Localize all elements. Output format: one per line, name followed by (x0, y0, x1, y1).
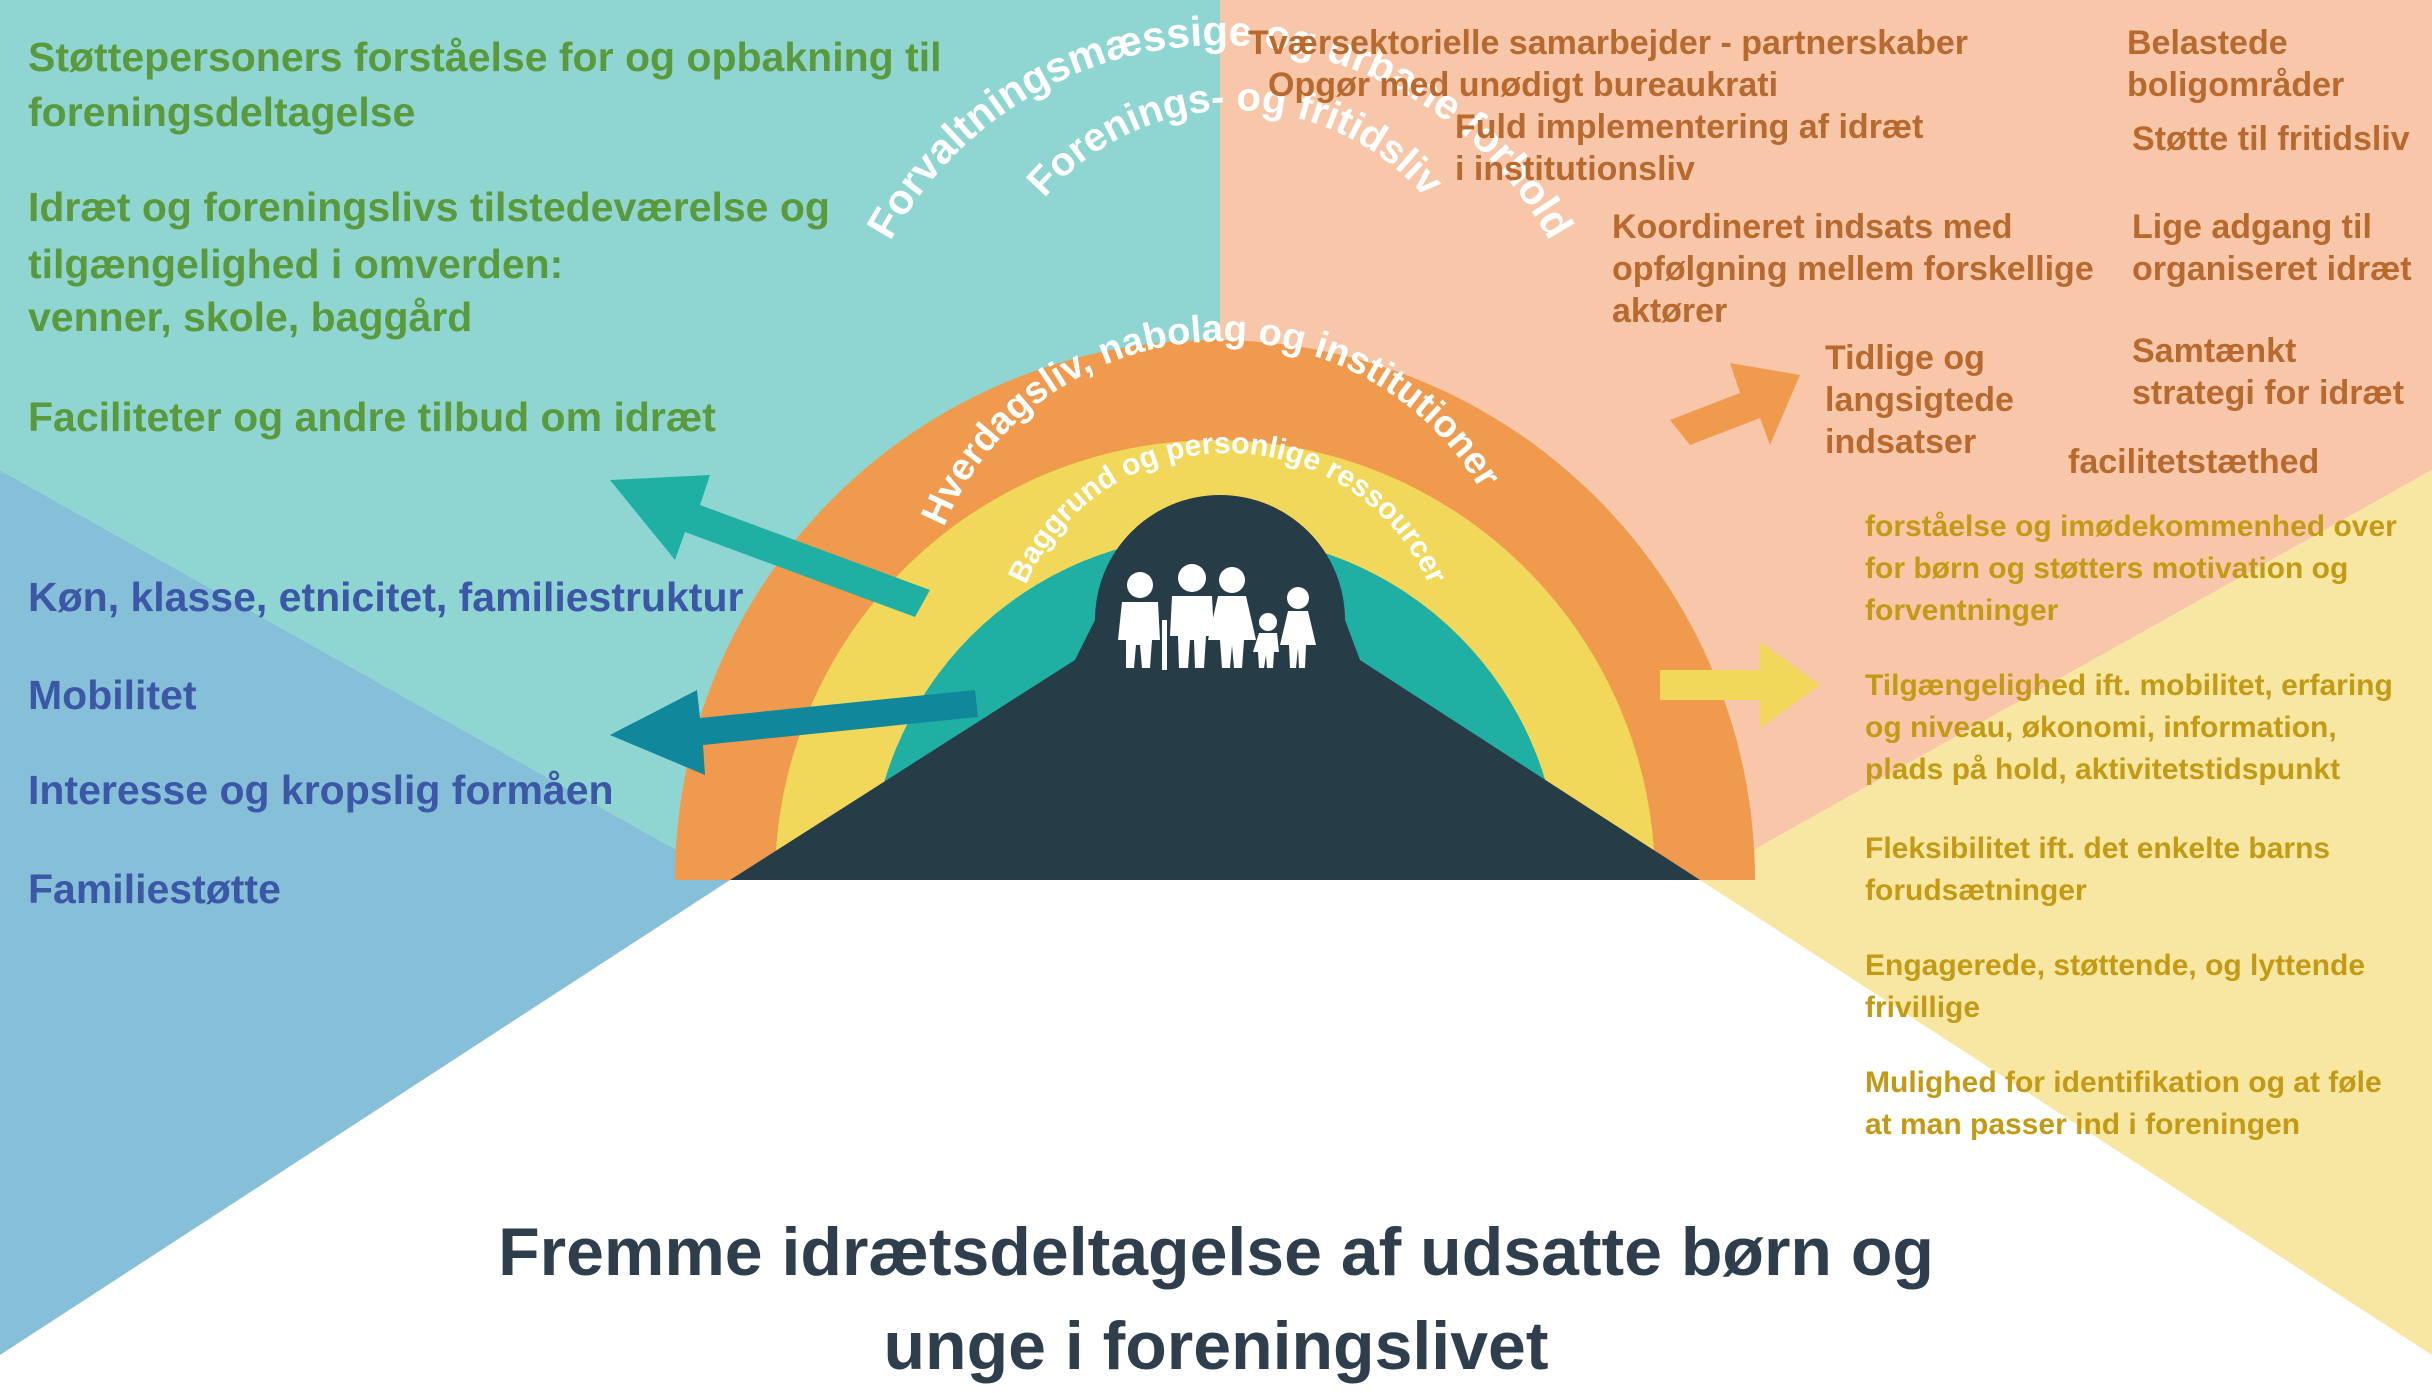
bottom-right-b3-line-2: forudsætninger (1865, 874, 2087, 907)
arrow-bottom-left (610, 690, 978, 775)
bottom-right-b5-line-2: at man passer ind i foreningen (1865, 1108, 2301, 1141)
top-right-c1-line-2: Opgør med unødigt bureaukrati (1268, 66, 1779, 104)
top-right-c1-line-3: Fuld implementering af idræt (1455, 108, 1924, 146)
blue-panel (0, 470, 730, 1355)
bottom-right-b2-line-3: plads på hold, aktivitetstidspunkt (1865, 753, 2341, 786)
top-right-r5: facilitetstæthed (2068, 443, 2320, 481)
top-right-r4-line-2: strategi for idræt (2132, 374, 2405, 412)
top-left-item-2-line-1: Idræt og foreningslivs tilstedeværelse o… (28, 184, 830, 230)
top-right-r3-line-1: Lige adgang til (2132, 208, 2372, 246)
bottom-right-b5-line-1: Mulighed for identifikation og at føle (1865, 1066, 2382, 1099)
top-right-c3-line-3: indsatser (1825, 423, 1977, 461)
top-right-c1-line-4: i institutionsliv (1455, 150, 1695, 188)
top-right-r1-line-2: boligområder (2127, 66, 2345, 104)
diagram-title-line-2: unge i foreningslivet (883, 1308, 1549, 1384)
top-right-c3-line-1: Tidlige og (1825, 339, 1985, 377)
top-right-r1-line-1: Belastede (2127, 24, 2288, 62)
diagram-title: Fremme idrætsdeltagelse af udsatte børn … (0, 1205, 2432, 1393)
top-right-c1-line-1: Tværsektorielle samarbejder - partnerska… (1248, 24, 1969, 62)
top-right-r4-line-1: Samtænkt (2132, 332, 2297, 370)
top-left-item-2-line-3: venner, skole, baggård (28, 294, 473, 340)
bottom-left-item-4: Familiestøtte (28, 866, 281, 912)
top-left-item-2-line-2: tilgængelighed i omverden: (28, 241, 564, 287)
bottom-right-b2-line-1: Tilgængelighed ift. mobilitet, erfaring (1865, 669, 2393, 702)
bottom-right-b1-line-1: forståelse og imødekommenhed over (1865, 510, 2397, 543)
bottom-right-b1-line-2: for børn og støtters motivation og (1865, 552, 2349, 585)
bottom-right-b1-line-3: forventninger (1865, 594, 2059, 627)
arrow-top-left (610, 475, 930, 617)
top-right-c2-line-1: Koordineret indsats med (1612, 208, 2013, 246)
arrow-bottom-right (1660, 642, 1820, 728)
top-left-item-1-line-2: foreningsdeltagelse (28, 89, 416, 135)
yellow-panel (1700, 470, 2432, 1355)
bottom-right-b4-line-2: frivillige (1865, 991, 1981, 1024)
bottom-left-item-1: Køn, klasse, etnicitet, familiestruktur (28, 574, 744, 620)
arrow-top-right (1670, 363, 1800, 445)
bottom-right-b4-line-1: Engagerede, støttende, og lyttende (1865, 949, 2366, 982)
top-right-c3-line-2: langsigtede (1825, 381, 2014, 419)
top-left-item-3: Faciliteter og andre tilbud om idræt (28, 394, 716, 440)
diagram-title-line-1: Fremme idrætsdeltagelse af udsatte børn … (498, 1214, 1934, 1290)
center-mound (730, 494, 1700, 880)
bottom-left-item-3: Interesse og kropslig formåen (28, 767, 614, 813)
family-icon (1118, 564, 1316, 670)
bottom-right-b3-line-1: Fleksibilitet ift. det enkelte barns (1865, 832, 2331, 865)
bottom-right-b2-line-2: og niveau, økonomi, information, (1865, 711, 2337, 744)
top-right-r2: Støtte til fritidsliv (2132, 120, 2410, 158)
top-right-r3-line-2: organiseret idræt (2132, 250, 2412, 288)
top-right-c2-line-2: opfølgning mellem forskellige (1612, 250, 2094, 288)
top-right-c2-line-3: aktører (1612, 292, 1728, 330)
diagram-canvas: Forvaltningsmæssige og urbane forhold Fo… (0, 0, 2432, 1355)
bottom-left-item-2: Mobilitet (28, 672, 197, 718)
top-left-item-1-line-1: Støttepersoners forståelse for og opbakn… (28, 34, 942, 80)
